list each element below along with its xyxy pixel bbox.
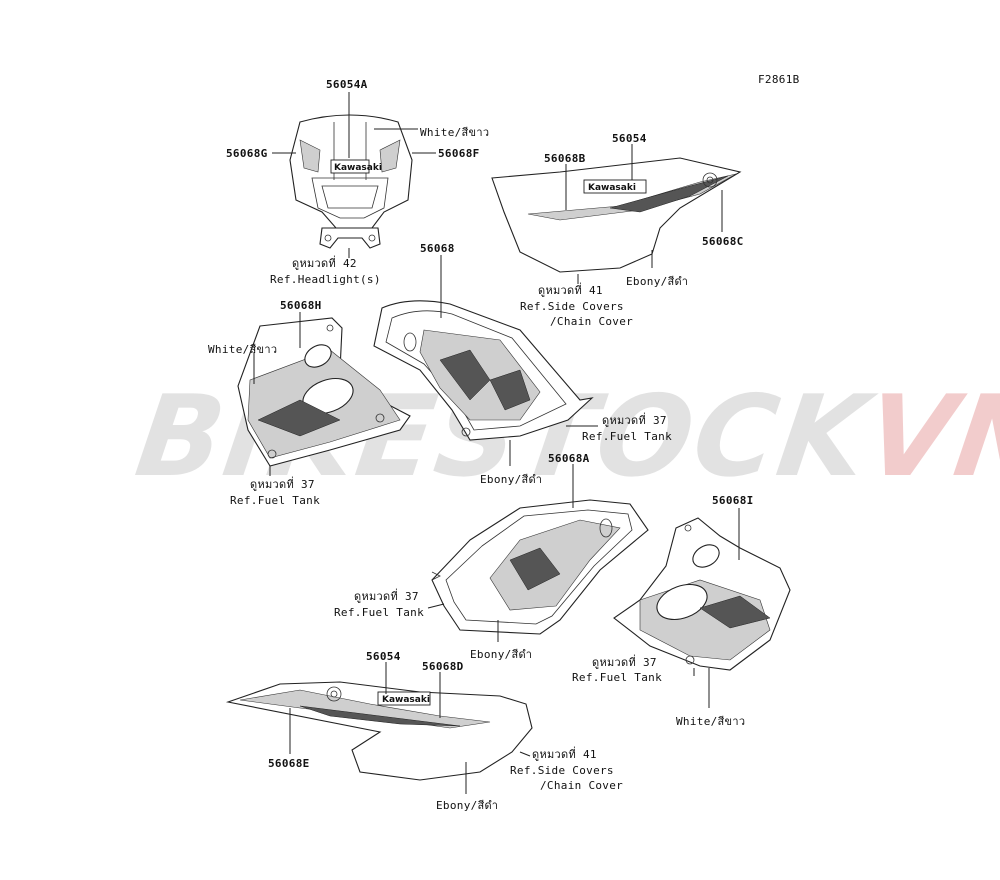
ref-fuel-tank-left-thai: ดูหมวดที่ 37 (250, 478, 315, 491)
ref-fuel-tank-right-link[interactable]: Ref.Fuel Tank (572, 671, 662, 684)
part-56068-label[interactable]: 56068 (420, 242, 455, 255)
ref-side-covers-lower-thai: ดูหมวดที่ 41 (532, 748, 597, 761)
ref-side-covers-upper-link[interactable]: Ref.Side Covers (520, 300, 624, 313)
part-56054-upper-label[interactable]: 56054 (612, 132, 647, 145)
ref-fuel-tank-center-thai: ดูหมวดที่ 37 (602, 414, 667, 427)
ref-fuel-tank-lower-link[interactable]: Ref.Fuel Tank (334, 606, 424, 619)
color-ebony-tank-center: Ebony/สีดำ (480, 473, 543, 486)
svg-text:Kawasaki: Kawasaki (382, 695, 430, 705)
ref-side-covers-lower-link[interactable]: Ref.Side Covers (510, 764, 614, 777)
headlight-cowl: Kawasaki (289, 114, 413, 249)
color-ebony-tank-lower: Ebony/สีดำ (470, 648, 533, 661)
fuel-tank-shroud-left (237, 317, 411, 467)
color-white-headlight: White/สีขาว (420, 126, 490, 139)
color-ebony-sidecover-upper: Ebony/สีดำ (626, 275, 689, 288)
part-56068H-label[interactable]: 56068H (280, 299, 322, 312)
ref-side-covers-upper-sub[interactable]: /Chain Cover (550, 315, 634, 328)
part-56068I-label[interactable]: 56068I (712, 494, 754, 507)
ref-headlight-link[interactable]: Ref.Headlight(s) (270, 273, 381, 286)
fuel-tank-shroud-right (613, 517, 791, 671)
fuel-tank-center-lower (431, 499, 649, 635)
leader-lines (253, 92, 740, 794)
part-56068G-label[interactable]: 56068G (226, 147, 268, 160)
color-white-tank-right: White/สีขาว (676, 715, 746, 728)
ref-fuel-tank-left-link[interactable]: Ref.Fuel Tank (230, 494, 320, 507)
part-56068B-label[interactable]: 56068B (544, 152, 586, 165)
color-ebony-sidecover-lower: Ebony/สีดำ (436, 799, 499, 812)
part-56054A-label[interactable]: 56054A (326, 78, 368, 91)
part-56068E-label[interactable]: 56068E (268, 757, 310, 770)
ref-side-covers-lower-sub[interactable]: /Chain Cover (540, 779, 624, 792)
svg-text:Kawasaki: Kawasaki (334, 163, 382, 173)
fuel-tank-center-top (373, 300, 594, 441)
figure-code: F2861B (758, 73, 800, 86)
side-cover-lower: Kawasaki (225, 681, 533, 781)
ref-headlight-thai: ดูหมวดที่ 42 (292, 257, 357, 270)
part-56068A-label[interactable]: 56068A (548, 452, 590, 465)
part-56054-lower-label[interactable]: 56054 (366, 650, 401, 663)
part-56068C-label[interactable]: 56068C (702, 235, 744, 248)
part-56068D-label[interactable]: 56068D (422, 660, 464, 673)
color-white-tank-left: White/สีขาว (208, 343, 278, 356)
part-56068F-label[interactable]: 56068F (438, 147, 480, 160)
ref-fuel-tank-lower-thai: ดูหมวดที่ 37 (354, 590, 419, 603)
side-cover-upper: Kawasaki (491, 157, 742, 273)
ref-side-covers-upper-thai: ดูหมวดที่ 41 (538, 284, 603, 297)
ref-fuel-tank-center-link[interactable]: Ref.Fuel Tank (582, 430, 672, 443)
ref-fuel-tank-right-thai: ดูหมวดที่ 37 (592, 656, 657, 669)
svg-text:Kawasaki: Kawasaki (588, 183, 636, 193)
